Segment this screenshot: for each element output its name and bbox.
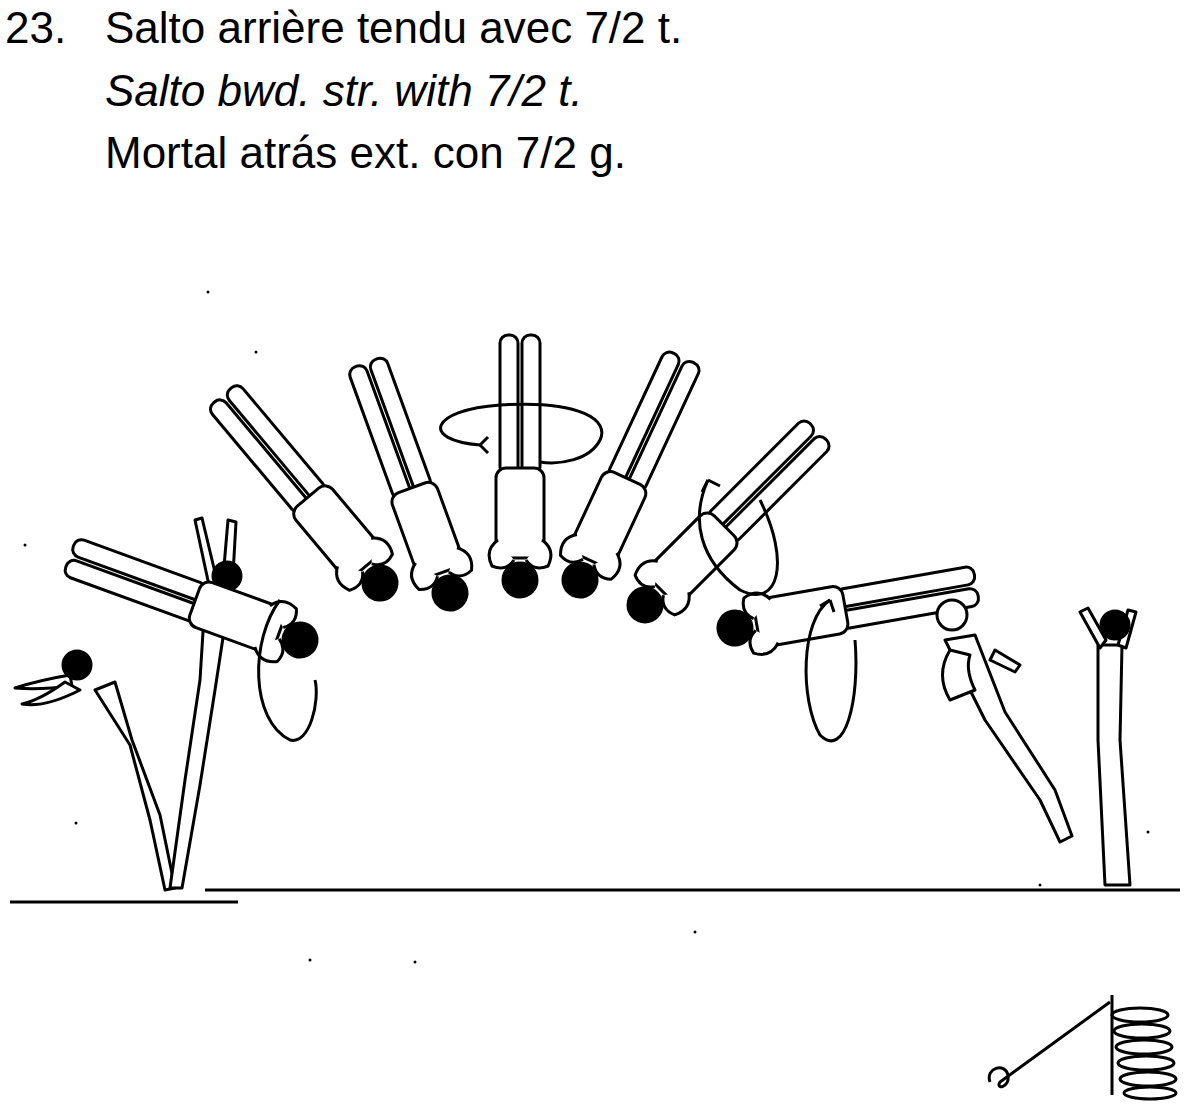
spring-symbol bbox=[989, 995, 1176, 1099]
speck bbox=[24, 291, 1150, 964]
element-name-en: Salto bwd. str. with 7/2 t. bbox=[105, 65, 583, 117]
gymnast-stand bbox=[1080, 608, 1136, 885]
floor-line bbox=[10, 901, 238, 904]
gymnast-jump bbox=[170, 518, 241, 888]
twist-arrow bbox=[259, 404, 856, 741]
element-name-es: Mortal atrás ext. con 7/2 g. bbox=[105, 127, 626, 179]
element-name-fr: Salto arrière tendu avec 7/2 t. bbox=[105, 2, 682, 54]
gymnast-salto bbox=[59, 527, 326, 675]
gymnast-landing bbox=[937, 600, 1072, 842]
gymnast-takeoff bbox=[15, 651, 175, 890]
gymnast-salto bbox=[713, 555, 982, 661]
floor-line bbox=[205, 889, 1180, 892]
item-number: 23. bbox=[5, 2, 66, 54]
gymnast-salto bbox=[489, 335, 551, 597]
gymnast-salto bbox=[337, 352, 485, 619]
